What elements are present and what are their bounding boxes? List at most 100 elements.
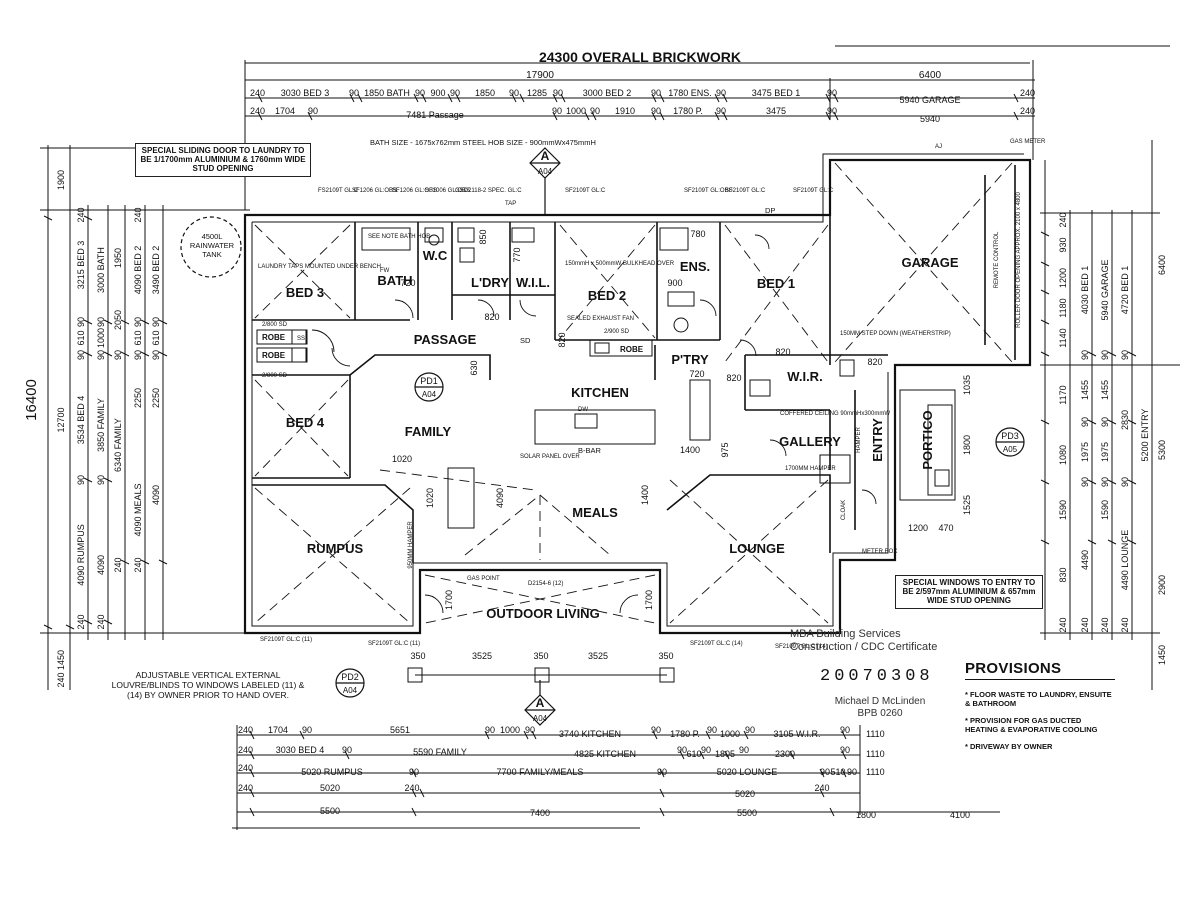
left-b-90c: 90 bbox=[96, 475, 106, 485]
top-r3-240b: 240 bbox=[1020, 106, 1035, 116]
window-label-b3: SF2109T GL:C (14) bbox=[690, 641, 743, 647]
hamper-1700-note: 1700MM HAMPER bbox=[785, 466, 836, 472]
window-label-2: SF1206 GL:OBS. bbox=[352, 188, 399, 194]
left-c-meals: 4090 MEALS bbox=[133, 483, 143, 536]
bot-r2-family: 5590 FAMILY bbox=[413, 747, 467, 757]
bot-r2-1110: 1110 bbox=[866, 749, 885, 759]
window-label-4: SF1006 GL:OBS. bbox=[425, 188, 472, 194]
idim-3525a: 3525 bbox=[472, 651, 492, 661]
sliding-door-note: SPECIAL SLIDING DOOR TO LAUNDRY TO BE 1/… bbox=[135, 143, 311, 177]
bot-r1-90f: 90 bbox=[745, 725, 755, 735]
right-d-lounge: 4490 LOUNGE bbox=[1120, 530, 1130, 591]
bot-r2-90b: 90 bbox=[677, 745, 687, 755]
idim-4090: 4090 bbox=[495, 488, 505, 508]
idim-1800: 1800 bbox=[962, 435, 972, 455]
left-c-family: 6340 FAMILY bbox=[113, 418, 123, 472]
right-a-1170: 1170 bbox=[1058, 385, 1068, 404]
top-r2-90b: 90 bbox=[415, 88, 425, 98]
window-label-8: SF2109T GL:C bbox=[725, 188, 766, 194]
right-b-4490: 4490 bbox=[1080, 550, 1090, 570]
room-wir: W.I.R. bbox=[787, 369, 822, 384]
bot-r2-2300: 2300 bbox=[775, 749, 795, 759]
top-r2-900: 900 bbox=[430, 88, 445, 98]
section-pd2-ref: A04 bbox=[343, 686, 358, 695]
window-label-7: SF2109T GL:OBS bbox=[684, 188, 733, 194]
meter-box-note: METER BOX bbox=[862, 549, 897, 555]
exhaust-note: SEALED EXHAUST FAN bbox=[567, 316, 634, 322]
bot-r5-5500: 5500 bbox=[320, 806, 340, 816]
top-r2-90f: 90 bbox=[651, 88, 661, 98]
bot-r5-1800: 1800 bbox=[856, 810, 876, 820]
window-label-6: SF2109T GL:C bbox=[565, 188, 606, 194]
top-r2-bed3: 3030 BED 3 bbox=[281, 88, 330, 98]
idim-1035: 1035 bbox=[962, 375, 972, 395]
bot-r3-rumpus: 5020 RUMPUS bbox=[301, 767, 363, 777]
left-a-90c: 90 bbox=[76, 475, 86, 485]
left-e-2250: 2250 bbox=[151, 388, 161, 408]
right-c-1975: 1975 bbox=[1100, 442, 1110, 462]
room-wil: W.I.L. bbox=[516, 275, 550, 290]
section-pd2-label: PD2 bbox=[341, 672, 359, 682]
right-overall-2900: 2900 bbox=[1157, 575, 1167, 595]
top-r3-1000: 1000 bbox=[566, 106, 586, 116]
top-r2-1285: 1285 bbox=[527, 88, 547, 98]
robe-sd-2: 2/800 SD bbox=[262, 373, 288, 379]
idim-820c: 820 bbox=[867, 357, 882, 367]
idim-820b: 820 bbox=[726, 373, 741, 383]
left-a-90a: 90 bbox=[76, 317, 86, 327]
top-r3-passage: 7481 Passage bbox=[406, 110, 464, 120]
bot-r4-240b: 240 bbox=[404, 783, 419, 793]
room-garage: GARAGE bbox=[901, 255, 958, 270]
left-a-1450: 1450 bbox=[56, 650, 66, 670]
bot-r3-240: 240 bbox=[238, 763, 253, 773]
right-a-1590: 1590 bbox=[1058, 500, 1068, 520]
right-d-240: 240 bbox=[1120, 617, 1130, 632]
coffered-note: COFFERED CEILING 90mmHx300mmW bbox=[780, 411, 890, 417]
idim-470: 470 bbox=[938, 523, 953, 533]
idim-3525b: 3525 bbox=[588, 651, 608, 661]
bot-r2-90e: 90 bbox=[840, 745, 850, 755]
right-d-90a: 90 bbox=[1120, 350, 1130, 360]
bot-r1-90g: 90 bbox=[840, 725, 850, 735]
right-c-90c: 90 bbox=[1100, 477, 1110, 487]
room-family: FAMILY bbox=[405, 424, 452, 439]
bot-r2-90c: 90 bbox=[701, 745, 711, 755]
bot-r2-90d: 90 bbox=[739, 745, 749, 755]
left-b-4090: 4090 bbox=[96, 555, 106, 575]
top-r3-90c: 90 bbox=[590, 106, 600, 116]
left-e-610: 610 bbox=[151, 330, 161, 345]
left-a-610: 610 bbox=[76, 330, 86, 345]
idim-1400a: 1400 bbox=[680, 445, 700, 455]
top-r3-90a: 90 bbox=[308, 106, 318, 116]
window-label-1: FS2109T GL:C bbox=[318, 188, 359, 194]
left-c-90: 90 bbox=[113, 350, 123, 360]
idim-720a: 720 bbox=[400, 278, 415, 288]
left-b-240: 240 bbox=[96, 614, 106, 629]
idim-780: 780 bbox=[690, 229, 705, 239]
cloak-note: CLOAK bbox=[841, 500, 847, 520]
sd-label: SD bbox=[520, 336, 531, 345]
left-c-1950: 1950 bbox=[113, 248, 123, 268]
robe-label-2: ROBE bbox=[262, 351, 286, 360]
top-r2-90e: 90 bbox=[553, 88, 563, 98]
remote-control-note: REMOTE CONTROL bbox=[994, 231, 1000, 288]
section-a-top-ref: A04 bbox=[538, 167, 553, 176]
idim-900: 900 bbox=[667, 278, 682, 288]
left-a-240c: 240 bbox=[56, 672, 66, 687]
see-note-label: SEE NOTE BATH HOB bbox=[368, 234, 430, 240]
section-pd3-label: PD3 bbox=[1001, 431, 1019, 441]
roller-door-note: ROLLER DOOR OPENING APPROX. 2100 x 4800 bbox=[1016, 191, 1022, 327]
top-r3-1910: 1910 bbox=[615, 106, 635, 116]
right-a-830: 830 bbox=[1058, 567, 1068, 582]
room-passage: PASSAGE bbox=[414, 332, 477, 347]
section-pd1-ref: A04 bbox=[422, 390, 437, 399]
room-ldry: L'DRY bbox=[471, 275, 509, 290]
bot-r1-kitchen: 3740 KITCHEN bbox=[559, 729, 621, 739]
left-c-240: 240 bbox=[113, 557, 123, 572]
room-outdoor-living: OUTDOOR LIVING bbox=[486, 606, 599, 621]
right-b-90c: 90 bbox=[1080, 477, 1090, 487]
ss-label: SS bbox=[297, 336, 305, 342]
left-d-2250: 2250 bbox=[133, 388, 143, 408]
bot-r2-240: 240 bbox=[238, 745, 253, 755]
